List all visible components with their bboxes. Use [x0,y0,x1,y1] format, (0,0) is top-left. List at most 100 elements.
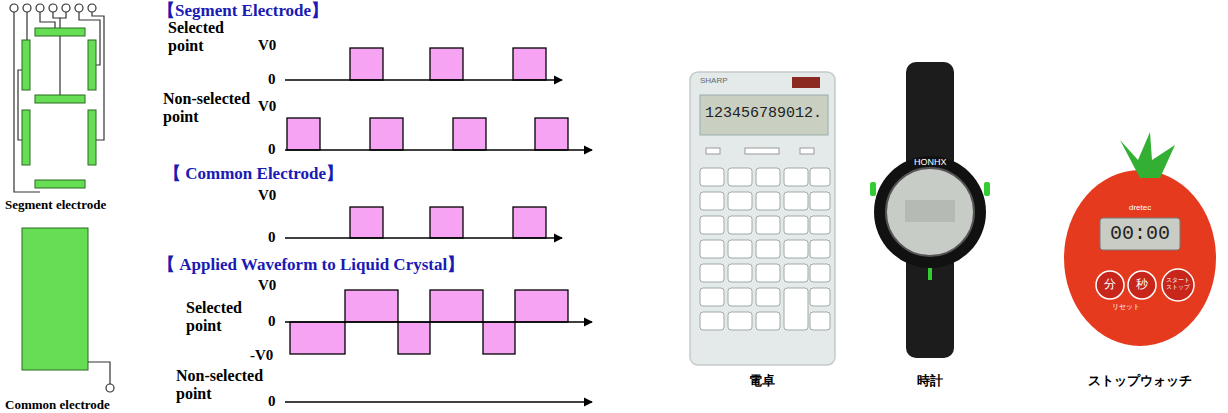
segment-electrode-figure-part [49,4,57,12]
waveform-applied-selected [285,290,592,354]
watch-illustration-part [905,200,955,222]
row-label: Non-selected point [163,90,258,125]
calculator-illustration-part-part [728,288,752,306]
segment-electrode-figure [10,4,104,192]
waveform-common-part [513,207,546,238]
calculator-illustration-part-part [728,168,752,186]
waveform-segment-nonselected-part [453,118,486,150]
watch-illustration-part [984,182,990,196]
waveform-common-part [285,237,562,238]
brand-name: HONHX [914,158,947,168]
segment-bars [22,28,96,188]
segment-electrode-figure-part [88,4,96,12]
timer-illustration-part [1120,132,1175,178]
calculator-illustration-part-part [756,312,780,330]
calculator-illustration-part-part [810,312,830,330]
voltage-label: 0 [268,393,276,410]
waveform-segment-selected [285,48,562,80]
calculator-illustration-part-part [700,168,724,186]
brand-name: SHARP [700,77,728,86]
voltage-label: 0 [268,313,276,330]
calculator-illustration-part-part [784,240,808,258]
calculator-illustration-part-part [784,192,808,210]
watch-illustration-part [874,156,986,268]
row-label: Non-selected point [176,367,271,402]
waveform-segment-selected-part [430,48,463,80]
segment-bars-part [22,110,30,165]
calculator-illustration-part-part [728,192,752,210]
watch-illustration-part [928,268,932,280]
watch-illustration-part [906,62,954,358]
calculator-illustration-part [745,148,779,154]
common-electrode-figure-part [88,362,110,384]
segment-bars-part [35,95,85,103]
waveform-applied-nonselected-part [285,401,592,402]
calculator-illustration-part [690,72,835,365]
voltage-label: V0 [258,98,276,115]
calculator-illustration-part-part [728,264,752,282]
calculator-illustration-part-part [810,216,830,234]
common-electrode-figure [22,228,114,392]
voltage-label: V0 [258,37,276,54]
segment-electrode-figure-part [75,4,83,12]
waveform-applied-selected-part [290,322,345,354]
calculator-illustration-part [800,148,814,154]
calculator-illustration-part-part [700,240,724,258]
calculator-illustration-part-part [810,288,830,306]
waveform-applied-selected-part [515,290,568,322]
segment-electrode-figure-part [23,4,31,12]
calculator-illustration-part-part [700,288,724,306]
voltage-label: V0 [258,187,276,204]
calculator-illustration-part-part [700,312,724,330]
waveform-segment-selected-part [285,79,562,80]
waveform-applied-selected-part [430,290,483,322]
calculator-illustration-part-part [810,240,830,258]
waveform-segment-selected-part [350,48,383,80]
calculator-illustration-part-part [728,312,752,330]
display-digits: 00:00 [1110,223,1170,245]
figure-caption: Common electrode [5,398,110,412]
waveform-segment-nonselected [285,118,592,150]
voltage-label: 0 [268,229,276,246]
calculator-illustration-part-part [784,168,808,186]
calculator-illustration-part-part [756,192,780,210]
button-label: 秒 [1136,278,1148,291]
timer-illustration-part [1064,170,1216,346]
segment-bars-part [88,110,96,165]
calculator-illustration-part-part [728,216,752,234]
device-name: 電卓 [749,374,775,388]
calculator-illustration-part [792,77,820,88]
waveform-segment-nonselected-part [535,118,568,150]
watch-illustration-part [886,168,974,256]
button-label: 分 [1104,278,1116,291]
watch-illustration [870,62,990,358]
segment-electrode-figure-part [62,4,70,12]
calculator-illustration-part-part [784,216,808,234]
waveform-applied-selected-part [483,322,515,354]
calculator-illustration-part [700,95,828,135]
calculator-illustration-part-part [756,288,780,306]
common-electrode-figure-part [106,384,114,392]
waveform-common-part [430,207,463,238]
waveform-applied-selected-part [398,322,430,354]
timer-illustration-part [1162,269,1194,301]
calculator-illustration-part-part [756,216,780,234]
timer-illustration-part [1096,271,1124,299]
row-label: Selected point [168,19,250,54]
watch-illustration-part [870,182,876,196]
button-label: スタート ストップ [1165,277,1191,290]
waveform-segment-selected-part [513,48,546,80]
waveform-common-part [350,207,383,238]
voltage-label: 0 [268,141,276,158]
device-name: ストップウォッチ [1088,374,1192,388]
segment-bars-part [22,40,30,90]
calculator-illustration-part-part [784,264,808,282]
voltage-label: 0 [268,71,276,88]
segment-bars-part [35,180,85,188]
calculator-illustration-part [706,148,720,154]
waveform-common [285,207,562,238]
calculator-illustration [690,72,835,365]
calculator-illustration-part-part [810,264,830,282]
